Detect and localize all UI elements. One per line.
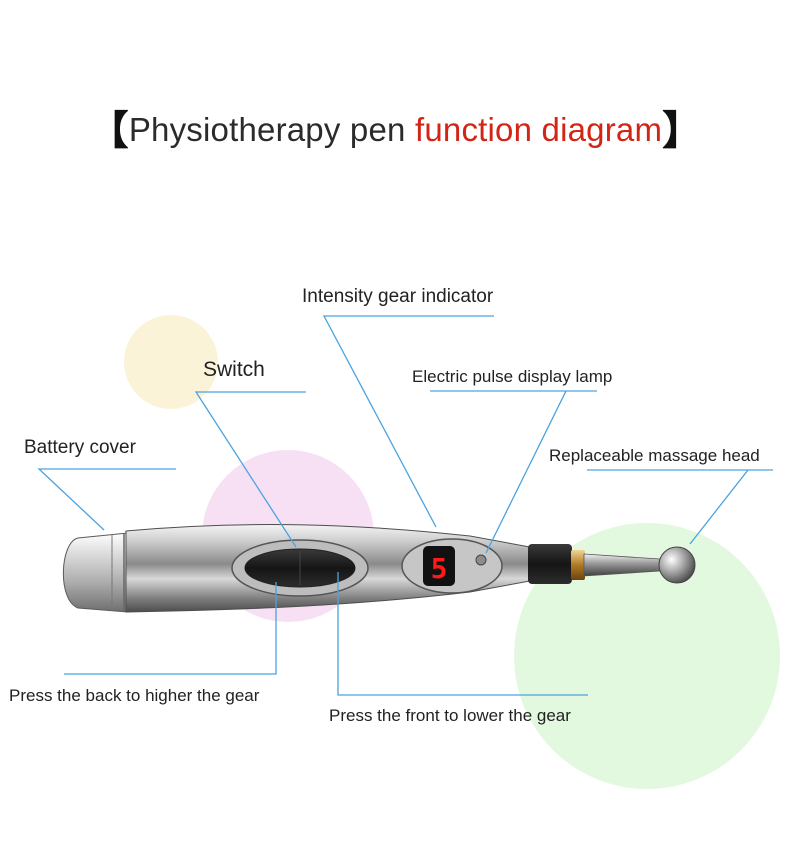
- digit-display: 5: [431, 552, 448, 585]
- label-switch: Switch: [203, 358, 265, 381]
- massage-ball: [658, 546, 696, 584]
- circle-yellow: [124, 315, 218, 409]
- circle-green: [514, 523, 780, 789]
- leader-switch: [194, 391, 306, 548]
- title-open-bracket: 【: [88, 109, 129, 153]
- digit-screen: [423, 546, 455, 586]
- pulse-lamp: [475, 554, 487, 566]
- label-press-front: Press the front to lower the gear: [329, 706, 571, 725]
- battery-cover-shape: [62, 532, 129, 613]
- label-intensity-gear-indicator: Intensity gear indicator: [302, 286, 494, 307]
- leader-press-back: [64, 582, 277, 675]
- label-battery-cover: Battery cover: [24, 437, 136, 458]
- label-replaceable-massage-head: Replaceable massage head: [549, 446, 760, 465]
- title-part2: function diagram: [414, 111, 663, 148]
- gold-ring: [571, 550, 585, 580]
- title-part1: Physiotherapy pen: [128, 111, 415, 148]
- leader-battery: [37, 468, 176, 531]
- leader-lines: [37, 315, 773, 696]
- leader-intensity: [322, 315, 494, 528]
- pen-illustration: 5: [62, 524, 696, 613]
- label-electric-pulse-lamp: Electric pulse display lamp: [412, 367, 613, 386]
- collar: [528, 544, 572, 584]
- label-press-back: Press the back to higher the gear: [9, 686, 260, 705]
- page-title: 【Physiotherapy pen function diagram】: [0, 104, 791, 157]
- leader-pulse: [430, 390, 597, 554]
- leader-massage: [587, 469, 773, 545]
- leader-press-front: [337, 572, 588, 696]
- title-close-bracket: 】: [662, 109, 703, 153]
